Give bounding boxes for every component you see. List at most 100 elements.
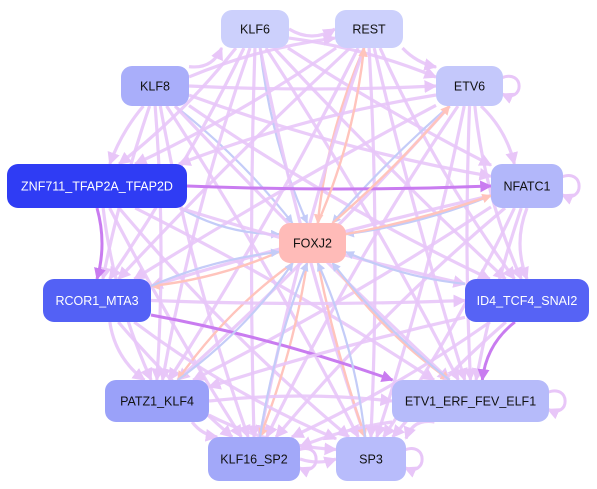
edge-etv1-to-foxj2 bbox=[331, 262, 451, 381]
edge-rest-to-sp3 bbox=[365, 47, 378, 439]
node-klf6[interactable]: KLF6 bbox=[221, 10, 289, 48]
edge-klf8-to-znf711 bbox=[107, 104, 145, 166]
node-label-klf6: KLF6 bbox=[240, 23, 270, 37]
node-box-foxj2 bbox=[279, 223, 346, 263]
edge-rest-to-znf711 bbox=[133, 46, 337, 166]
self-loop-klf16 bbox=[297, 447, 318, 478]
edge-klf16-to-foxj2 bbox=[258, 262, 309, 438]
edge-znf711-to-sp3 bbox=[117, 206, 350, 439]
edge-rcor1-to-etv1 bbox=[150, 313, 394, 383]
edge-klf6-to-rest bbox=[288, 27, 337, 41]
edge-foxj2-to-rest bbox=[316, 47, 368, 224]
edge-foxj2-to-sp3 bbox=[316, 262, 367, 438]
node-label-klf16: KLF16_SP2 bbox=[220, 453, 287, 467]
node-box-rest bbox=[335, 10, 403, 48]
edge-nfatc1-to-id4 bbox=[516, 207, 529, 281]
edge-rcor1-to-patz1 bbox=[108, 321, 146, 382]
edge-klf6-to-znf711 bbox=[118, 47, 238, 166]
edge-znf711-to-klf16 bbox=[108, 207, 243, 439]
edge-id4-to-foxj2 bbox=[345, 250, 466, 285]
edge-klf8-to-sp3 bbox=[165, 105, 360, 439]
node-label-id4: ID4_TCF4_SNAI2 bbox=[477, 294, 578, 308]
edge-znf711-to-etv1 bbox=[134, 206, 436, 382]
edge-klf8-to-foxj2 bbox=[174, 105, 294, 224]
node-klf8[interactable]: KLF8 bbox=[121, 66, 189, 106]
edge-sp3-to-foxj2 bbox=[316, 262, 367, 438]
node-klf16[interactable]: KLF16_SP2 bbox=[208, 437, 300, 481]
edge-klf8-to-klf6 bbox=[188, 46, 224, 69]
node-box-klf16 bbox=[208, 437, 300, 481]
node-box-znf711 bbox=[7, 164, 187, 208]
node-box-patz1 bbox=[105, 380, 209, 422]
edge-id4-to-klf16 bbox=[290, 320, 491, 439]
edge-klf6-to-etv1 bbox=[264, 47, 460, 382]
edge-rest-to-etv6 bbox=[401, 46, 438, 71]
node-box-klf6 bbox=[221, 10, 289, 48]
node-label-etv1: ETV1_ERF_FEV_ELF1 bbox=[405, 395, 536, 409]
edge-klf8-to-patz1 bbox=[151, 105, 165, 382]
node-label-patz1: PATZ1_KLF4 bbox=[120, 395, 194, 409]
edge-etv1-to-sp3 bbox=[403, 419, 435, 440]
edge-rest-to-rcor1 bbox=[117, 46, 352, 281]
node-box-nfatc1 bbox=[491, 164, 563, 208]
node-rest[interactable]: REST bbox=[335, 10, 403, 48]
node-label-foxj2: FOXJ2 bbox=[293, 237, 332, 251]
node-label-rest: REST bbox=[352, 23, 386, 37]
node-box-klf8 bbox=[121, 66, 189, 106]
node-label-sp3: SP3 bbox=[359, 453, 383, 467]
edge-etv6-to-nfatc1 bbox=[479, 104, 518, 166]
edge-patz1-to-etv1 bbox=[208, 393, 394, 407]
node-etv1[interactable]: ETV1_ERF_FEV_ELF1 bbox=[392, 380, 549, 422]
node-box-sp3 bbox=[336, 437, 406, 481]
edge-rest-to-patz1 bbox=[167, 47, 360, 382]
edge-klf6-to-patz1 bbox=[158, 47, 252, 382]
node-box-etv1 bbox=[392, 380, 549, 422]
edge-znf711-to-rcor1 bbox=[94, 207, 106, 281]
edge-id4-to-etv1 bbox=[477, 320, 516, 382]
node-patz1[interactable]: PATZ1_KLF4 bbox=[105, 380, 209, 422]
node-nfatc1[interactable]: NFATC1 bbox=[491, 164, 563, 208]
node-etv6[interactable]: ETV6 bbox=[436, 66, 503, 106]
edge-nfatc1-to-klf16 bbox=[274, 206, 507, 439]
edge-etv6-to-etv1 bbox=[463, 105, 477, 382]
edge-foxj2-to-klf16 bbox=[258, 262, 309, 438]
edge-nfatc1-to-patz1 bbox=[191, 205, 492, 382]
node-label-klf8: KLF8 bbox=[140, 80, 170, 94]
edge-foxj2-to-etv6 bbox=[331, 105, 451, 224]
self-loop-etv1 bbox=[546, 389, 567, 420]
node-box-id4 bbox=[465, 279, 589, 322]
self-loop-sp3 bbox=[403, 447, 424, 478]
node-sp3[interactable]: SP3 bbox=[336, 437, 406, 481]
edge-etv6-to-foxj2 bbox=[331, 105, 451, 224]
node-label-nfatc1: NFATC1 bbox=[504, 180, 551, 194]
node-box-rcor1 bbox=[43, 279, 151, 322]
node-box-etv6 bbox=[436, 66, 503, 106]
edge-etv6-to-klf16 bbox=[265, 105, 460, 439]
edge-patz1-to-klf16 bbox=[190, 421, 219, 442]
node-label-etv6: ETV6 bbox=[454, 80, 485, 94]
edge-rcor1-to-id4 bbox=[150, 294, 467, 308]
edge-etv1-to-klf16 bbox=[298, 420, 393, 449]
edge-foxj2-to-patz1 bbox=[176, 262, 294, 381]
node-znf711[interactable]: ZNF711_TFAP2A_TFAP2D bbox=[7, 164, 187, 208]
self-loop-etv6 bbox=[500, 74, 521, 104]
edge-foxj2-to-rcor1 bbox=[150, 250, 280, 290]
node-label-znf711: ZNF711_TFAP2A_TFAP2D bbox=[21, 180, 173, 194]
node-foxj2[interactable]: FOXJ2 bbox=[279, 223, 346, 263]
self-loops-layer bbox=[297, 74, 581, 478]
node-rcor1[interactable]: RCOR1_MTA3 bbox=[43, 279, 151, 322]
edge-etv6-to-znf711 bbox=[177, 93, 437, 166]
edge-klf16-to-sp3 bbox=[299, 456, 338, 469]
self-loop-nfatc1 bbox=[560, 174, 581, 205]
node-label-rcor1: RCOR1_MTA3 bbox=[55, 294, 138, 308]
edge-klf6-to-id4 bbox=[272, 46, 507, 281]
edge-znf711-to-nfatc1 bbox=[186, 180, 493, 193]
edge-rcor1-to-sp3 bbox=[133, 320, 338, 441]
edge-foxj2-to-nfatc1 bbox=[345, 193, 492, 236]
edge-patz1-to-foxj2 bbox=[177, 262, 294, 381]
node-id4[interactable]: ID4_TCF4_SNAI2 bbox=[465, 279, 589, 322]
edge-rcor1-to-foxj2 bbox=[150, 248, 280, 288]
edge-id4-to-patz1 bbox=[207, 315, 466, 390]
